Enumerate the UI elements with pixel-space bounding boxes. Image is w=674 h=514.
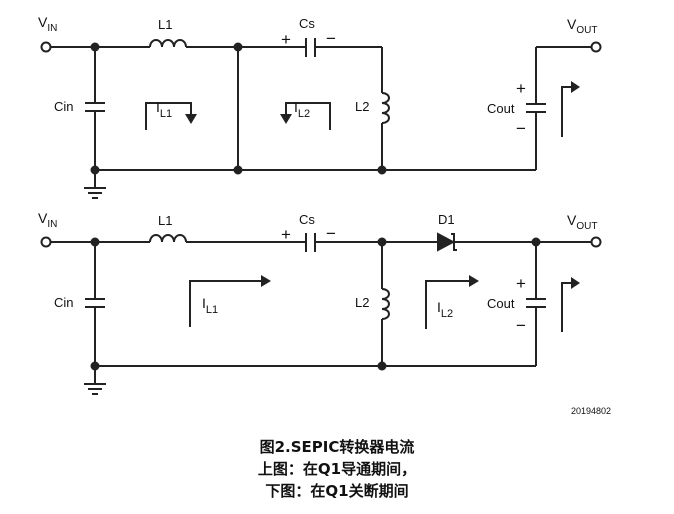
top-cs-plus: + [281, 30, 291, 49]
top-cout-minus: − [516, 119, 526, 138]
bottom-l2-inductor [381, 288, 390, 320]
top-l2-label: L2 [355, 99, 369, 114]
top-cout-plus: + [516, 79, 526, 98]
top-cout-label: Cout [487, 101, 515, 116]
bottom-il2-arrow [425, 280, 470, 329]
top-cs-minus: − [326, 29, 336, 48]
bottom-vin-label: VIN [38, 210, 57, 230]
bottom-vout-terminal [590, 236, 602, 248]
bottom-l2-label: L2 [355, 295, 369, 310]
bottom-il2-label: IL2 [437, 299, 453, 320]
bottom-il1-label: IL1 [202, 295, 218, 316]
bottom-cs-minus: − [326, 224, 336, 243]
top-circuit [40, 38, 602, 199]
caption-line-2: 上图：在Q1导通期间， [257, 460, 417, 478]
bottom-l1-label: L1 [158, 213, 172, 228]
figure-caption: 图2.SEPIC转换器电流 上图：在Q1导通期间， 下图：在Q1关断期间 [0, 436, 674, 502]
bottom-d1-diode [437, 232, 456, 252]
bottom-cout-plus: + [516, 274, 526, 293]
top-l2-inductor [381, 92, 390, 124]
bottom-cout-label: Cout [487, 296, 515, 311]
bottom-vout-label: VOUT [567, 212, 597, 232]
sepic-circuit-diagram: VIN VOUT L1 Cs + − Cin L2 Cout + − IL1 I… [38, 14, 611, 416]
bottom-cs-plus: + [281, 225, 291, 244]
top-il2-label: IL2 [294, 99, 310, 120]
top-vout-arrow [561, 86, 572, 137]
top-vin-label: VIN [38, 14, 57, 34]
bottom-cin-label: Cin [54, 295, 74, 310]
top-l1-label: L1 [158, 17, 172, 32]
bottom-cs-label: Cs [299, 212, 315, 227]
bottom-vin-terminal [40, 236, 52, 248]
top-vout-terminal [590, 41, 602, 53]
top-vout-label: VOUT [567, 16, 597, 36]
top-l1-inductor [149, 39, 187, 48]
top-cin-label: Cin [54, 99, 74, 114]
bottom-il1-arrow [189, 280, 262, 327]
bottom-l1-inductor [149, 234, 187, 243]
top-cs-label: Cs [299, 16, 315, 31]
top-il2-arrow [285, 102, 331, 130]
bottom-cout-minus: − [516, 316, 526, 335]
bottom-circuit [40, 232, 602, 395]
caption-line-1: 图2.SEPIC转换器电流 [259, 438, 415, 456]
top-vin-terminal [40, 41, 52, 53]
top-il1-arrow [145, 102, 192, 130]
bottom-vout-arrow [561, 282, 572, 332]
caption-line-3: 下图：在Q1关断期间 [265, 482, 409, 500]
bottom-d1-label: D1 [438, 212, 455, 227]
top-il1-label: IL1 [156, 99, 172, 120]
figure-id: 20194802 [571, 406, 611, 416]
